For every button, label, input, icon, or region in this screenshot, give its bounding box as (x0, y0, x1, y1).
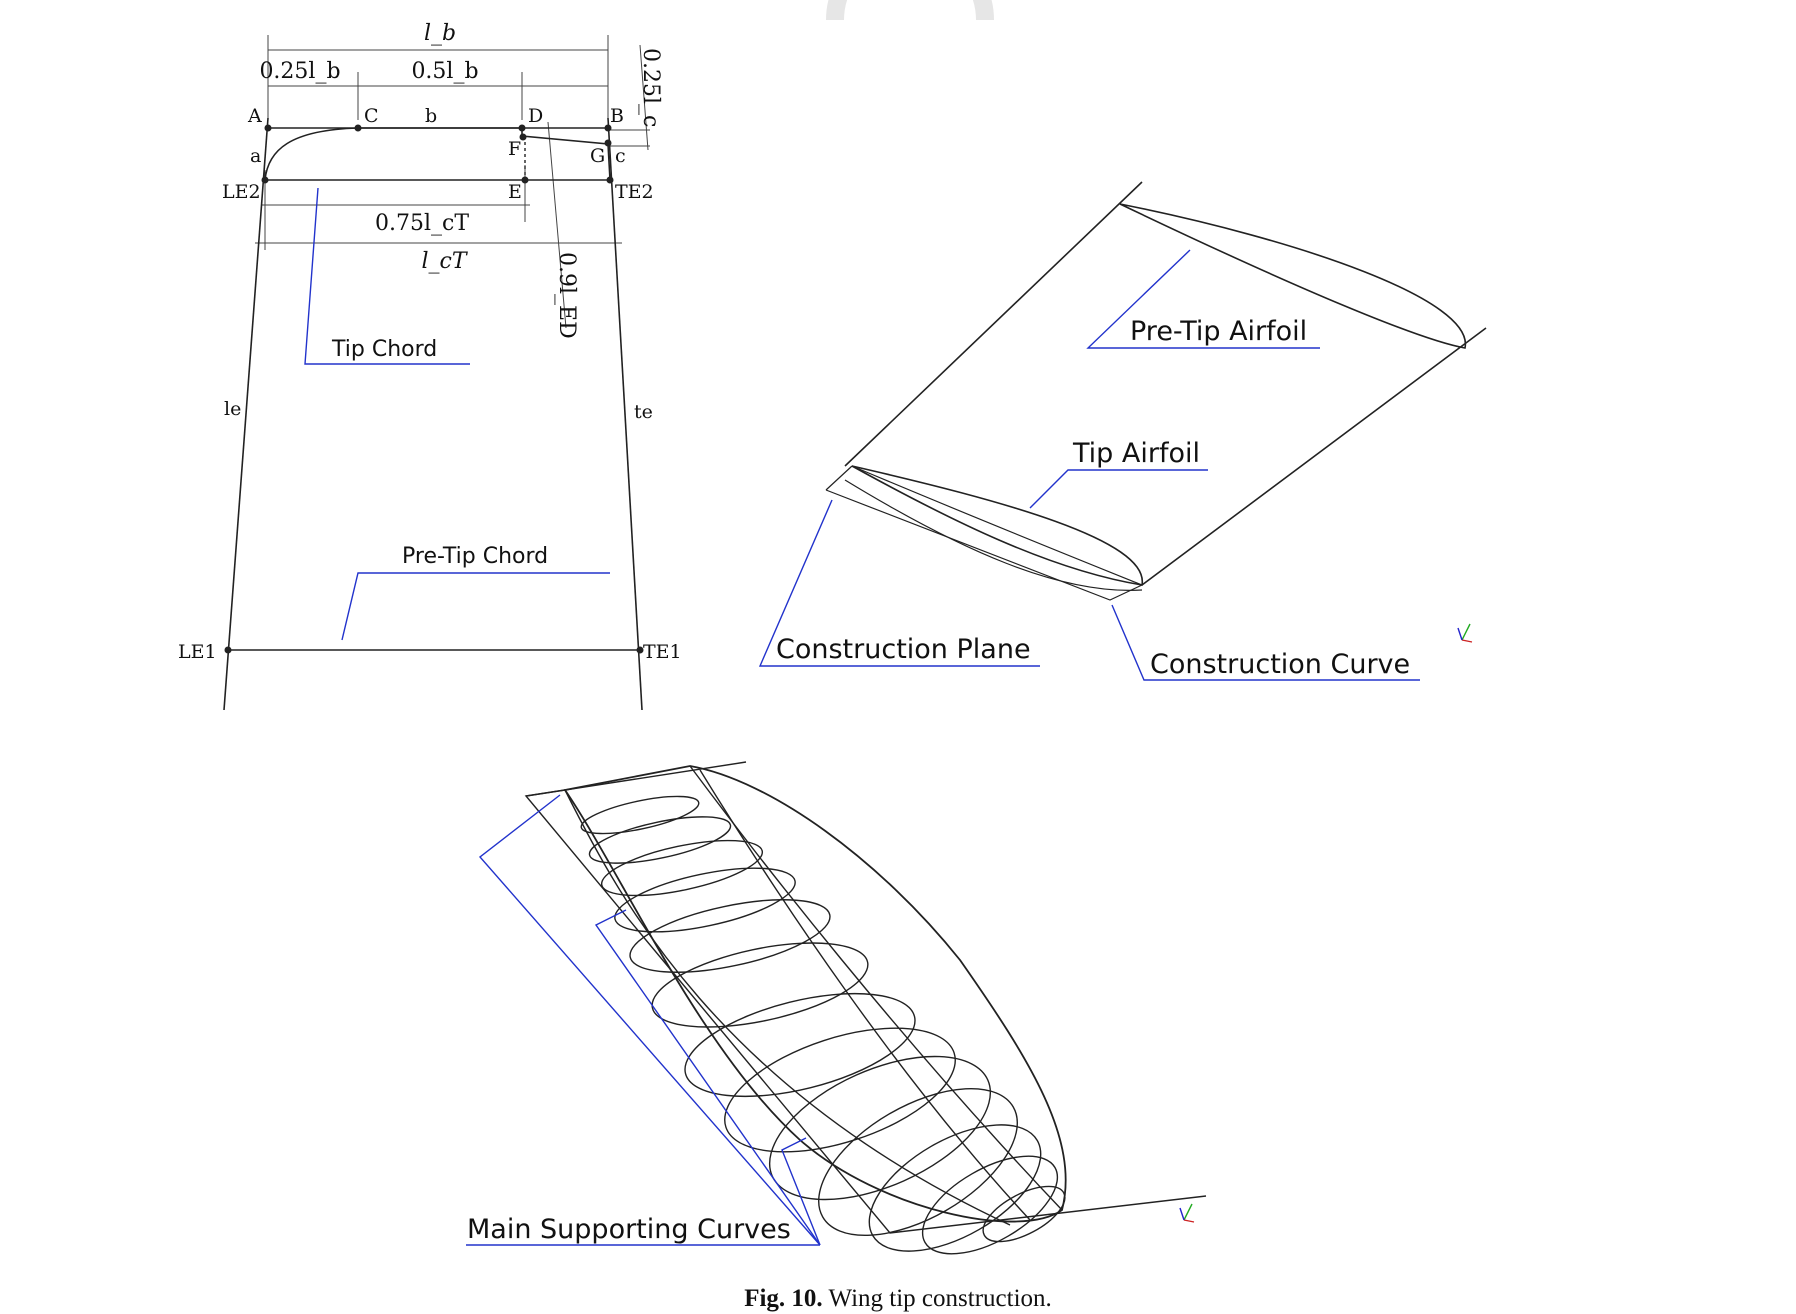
tip-chord-leader (304, 187, 470, 365)
callout-construction-curve: Construction Curve (1150, 649, 1410, 680)
dim-label-025lc: 0.25l_c (638, 48, 663, 127)
dim-label-lb: l_b (424, 21, 456, 46)
label-curve-b: b (425, 105, 437, 127)
leading-edge-le (223, 117, 269, 711)
section-curves (580, 795, 1066, 1255)
label-point-te1: TE1 (643, 641, 682, 663)
span-line-2 (699, 769, 1031, 1221)
point-c (354, 124, 362, 132)
tip-airfoil-leader (1029, 469, 1208, 509)
label-point-b: B (610, 105, 624, 127)
label-point-f: F (508, 138, 521, 160)
axis-triad-icon (1457, 623, 1473, 643)
label-point-c: C (364, 105, 379, 127)
label-point-le1: LE1 (178, 641, 217, 663)
label-point-le2: LE2 (222, 181, 261, 203)
supporting-leader-2 (594, 909, 821, 1246)
span-line-1 (689, 765, 1063, 1211)
callout-tip-chord: Tip Chord (331, 337, 437, 362)
label-point-d: D (528, 105, 543, 127)
figure-caption-text: Wing tip construction. (828, 1285, 1052, 1312)
construction-plane-edge-2 (825, 465, 853, 491)
dim-label-09led: 0.9l_ED (554, 252, 579, 339)
tip-body-outline (563, 765, 1067, 1223)
label-curve-te: te (634, 401, 653, 423)
label-point-a: A (247, 105, 262, 127)
construction-curve-line (844, 479, 1143, 591)
point-a (264, 124, 272, 132)
callout-pre-tip-chord: Pre-Tip Chord (402, 544, 548, 569)
point-g (604, 139, 612, 147)
label-curve-le: le (224, 398, 241, 420)
dim-line-025lc (639, 44, 649, 151)
pre-tip-airfoil-curve (1119, 203, 1466, 349)
label-curve-a: a (250, 145, 261, 167)
label-curve-c: c (615, 145, 626, 167)
dim-label-05lb: 0.5l_b (411, 59, 478, 84)
point-b (604, 124, 612, 132)
construction-curve-leader (1111, 604, 1420, 681)
construction-plane-edge (825, 489, 1143, 601)
point-le1 (224, 646, 232, 654)
point-f (519, 133, 527, 141)
callout-main-supporting-curves: Main Supporting Curves (467, 1214, 791, 1245)
point-te1 (636, 646, 644, 654)
dim-label-lct: l_cT (421, 249, 468, 274)
construction-plane-leader (758, 499, 1040, 667)
callout-tip-airfoil: Tip Airfoil (1072, 438, 1200, 469)
bottom-plane-top (525, 789, 566, 797)
bottom-plane-outline (524, 761, 1207, 1234)
supporting-curves-view: Main Supporting Curves (466, 761, 1207, 1255)
tip-3d-view: Pre-Tip Airfoil Tip Airfoil Construction… (758, 181, 1487, 681)
supporting-leader-3 (781, 1137, 821, 1246)
te-edge-3d (1141, 327, 1487, 586)
trailing-edge-te (607, 117, 643, 711)
dim-label-025lb: 0.25l_b (259, 59, 340, 84)
tip-outline-curve (264, 127, 611, 181)
figure-caption: Fig. 10. Wing tip construction. (0, 1284, 1796, 1314)
pre-tip-chord-leader (341, 572, 610, 641)
span-line-3 (564, 789, 1011, 1226)
figure-number: Fig. 10. (744, 1285, 823, 1312)
watermark-arc (826, 0, 994, 21)
label-point-te2: TE2 (615, 181, 654, 203)
supporting-leader-1 (478, 794, 821, 1246)
axis-triad-icon (1179, 1203, 1195, 1223)
point-le2 (261, 176, 269, 184)
point-e (521, 176, 529, 184)
tip-camber-curve (851, 465, 1143, 586)
point-d (518, 124, 526, 132)
le-edge-3d (844, 181, 1143, 467)
dim-line-09led (547, 121, 567, 329)
callout-construction-plane: Construction Plane (776, 634, 1031, 665)
callout-pre-tip-airfoil: Pre-Tip Airfoil (1130, 316, 1307, 347)
pre-tip-airfoil-leader (1086, 249, 1320, 349)
dim-label-075lct: 0.75l_cT (375, 211, 469, 236)
point-te2 (606, 176, 614, 184)
label-point-g: G (590, 145, 605, 167)
label-point-e: E (508, 181, 522, 203)
planform-sketch: l_b 0.25l_b 0.5l_b 0.25l_c 0.75l_cT l_cT… (178, 21, 682, 711)
